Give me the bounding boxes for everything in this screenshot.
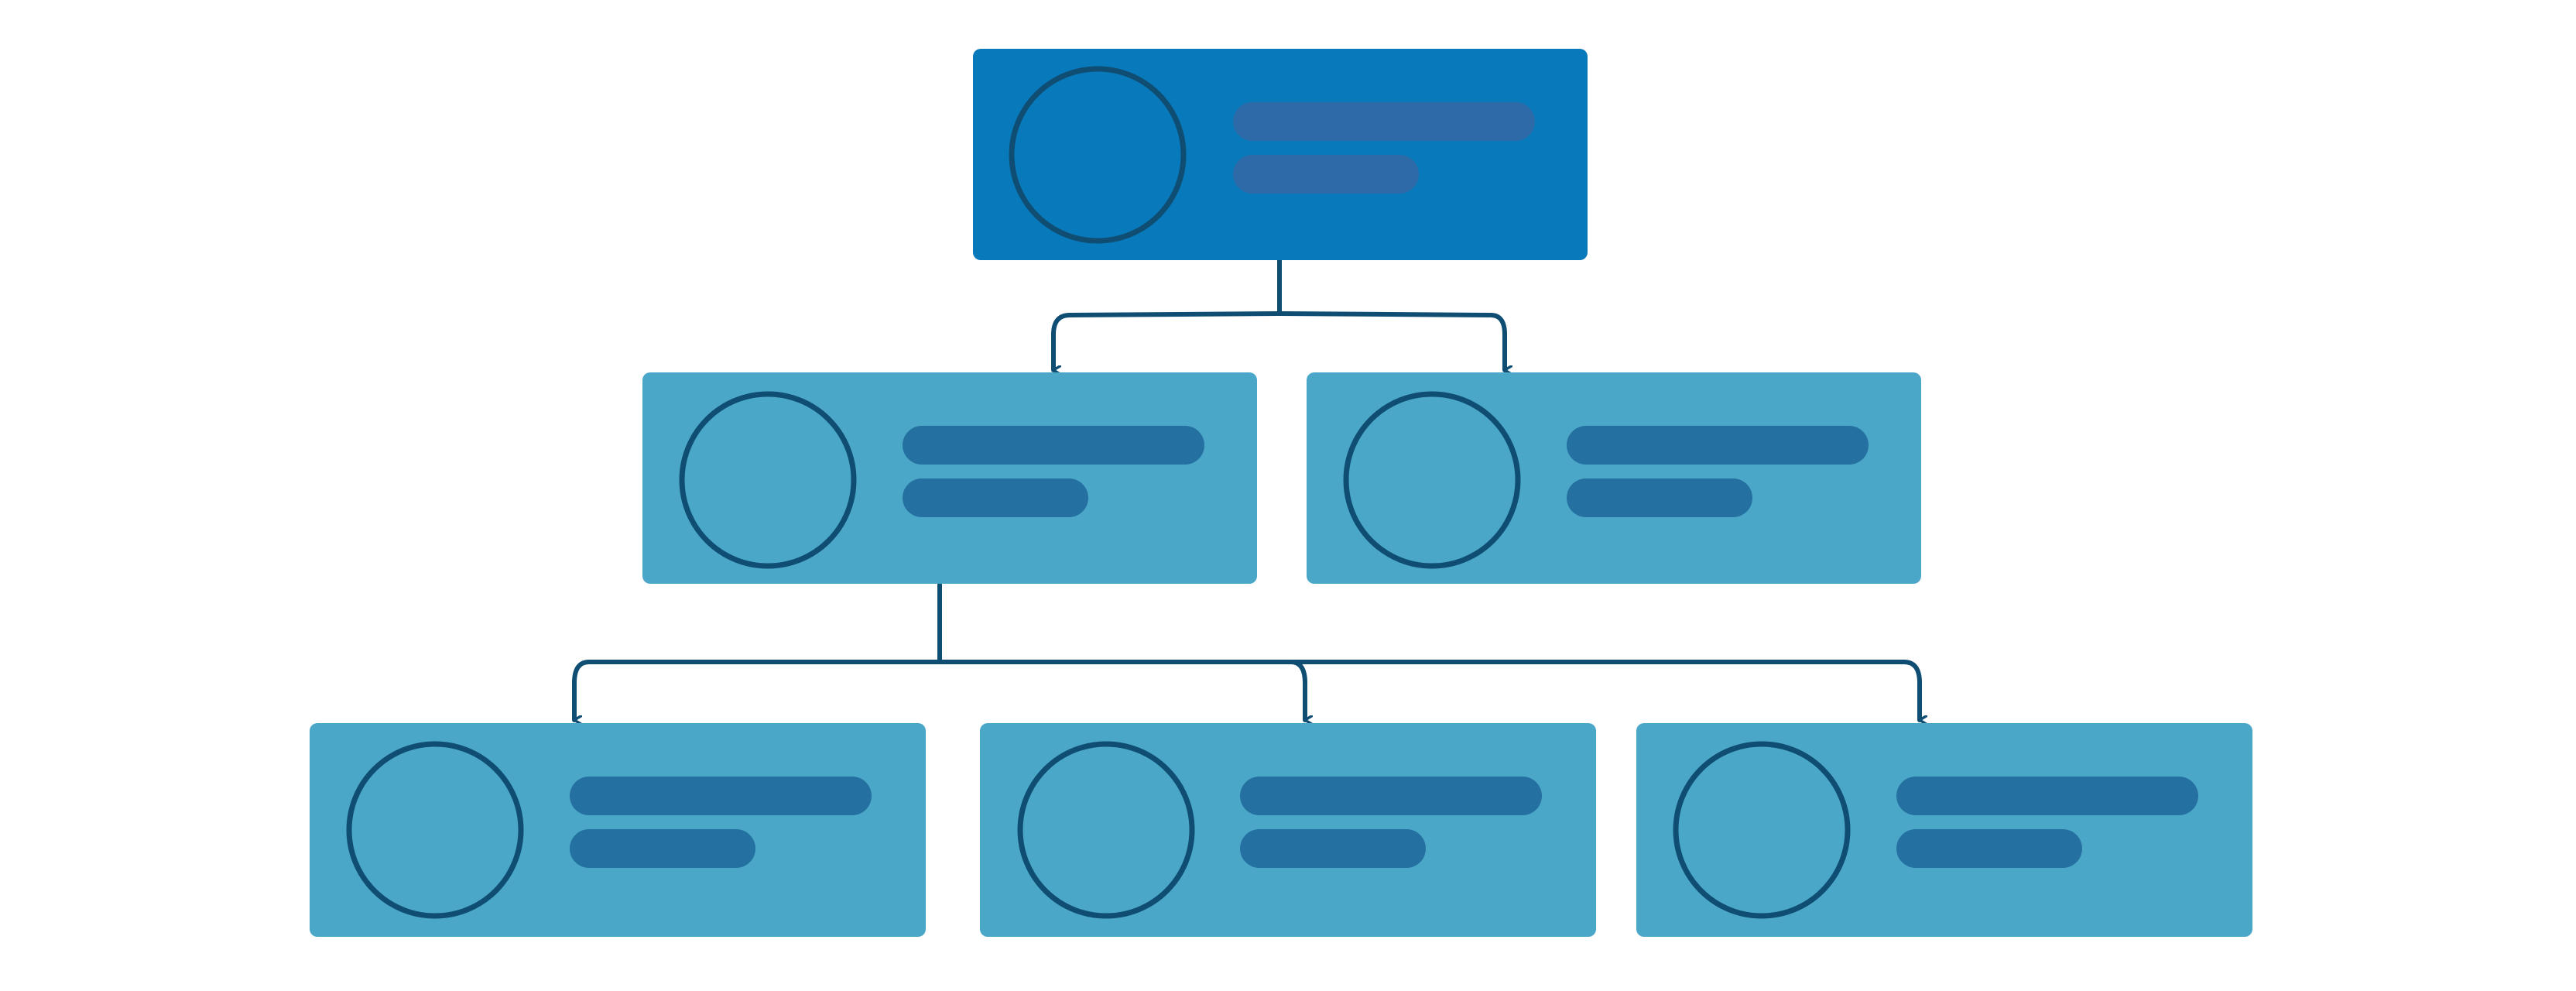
user-avatar-placeholder-icon	[1673, 741, 1851, 919]
user-avatar-placeholder-icon	[1343, 391, 1521, 569]
connector-to-staff-1	[572, 660, 591, 720]
title-placeholder-bar	[1233, 155, 1419, 194]
name-placeholder-bar	[1567, 426, 1869, 465]
org-node-manager-right[interactable]	[1307, 372, 1921, 584]
name-placeholder-bar	[1240, 777, 1542, 815]
connector-manager-to-staff	[572, 582, 1920, 720]
org-node-staff-2[interactable]	[980, 723, 1596, 937]
node-card-manager-left	[642, 372, 1257, 584]
connector-root-to-manager-right	[1277, 311, 1505, 370]
title-placeholder-bar	[1240, 829, 1426, 868]
name-placeholder-bar	[570, 777, 872, 815]
name-placeholder-bar	[903, 426, 1204, 465]
org-node-staff-3[interactable]	[1636, 723, 2252, 937]
node-card-manager-right	[1307, 372, 1921, 584]
user-avatar-placeholder-icon	[1017, 741, 1195, 919]
name-placeholder-bar	[1896, 777, 2198, 815]
org-node-staff-1[interactable]	[310, 723, 926, 937]
title-placeholder-bar	[903, 478, 1088, 517]
org-node-root[interactable]	[973, 49, 1588, 260]
user-avatar-placeholder-icon	[346, 741, 524, 919]
node-card-root	[973, 49, 1588, 260]
title-placeholder-bar	[1896, 829, 2082, 868]
name-placeholder-bar	[1233, 102, 1535, 141]
user-avatar-placeholder-icon	[679, 391, 857, 569]
connector-root-to-manager-left	[1051, 311, 1282, 370]
user-avatar-placeholder-icon	[1009, 66, 1187, 244]
connector-to-staff-2	[1289, 660, 1305, 720]
title-placeholder-bar	[570, 829, 755, 868]
org-node-manager-left[interactable]	[642, 372, 1257, 584]
connector-to-staff-3	[1902, 660, 1920, 720]
title-placeholder-bar	[1567, 478, 1752, 517]
connector-root-to-managers	[1051, 258, 1505, 370]
